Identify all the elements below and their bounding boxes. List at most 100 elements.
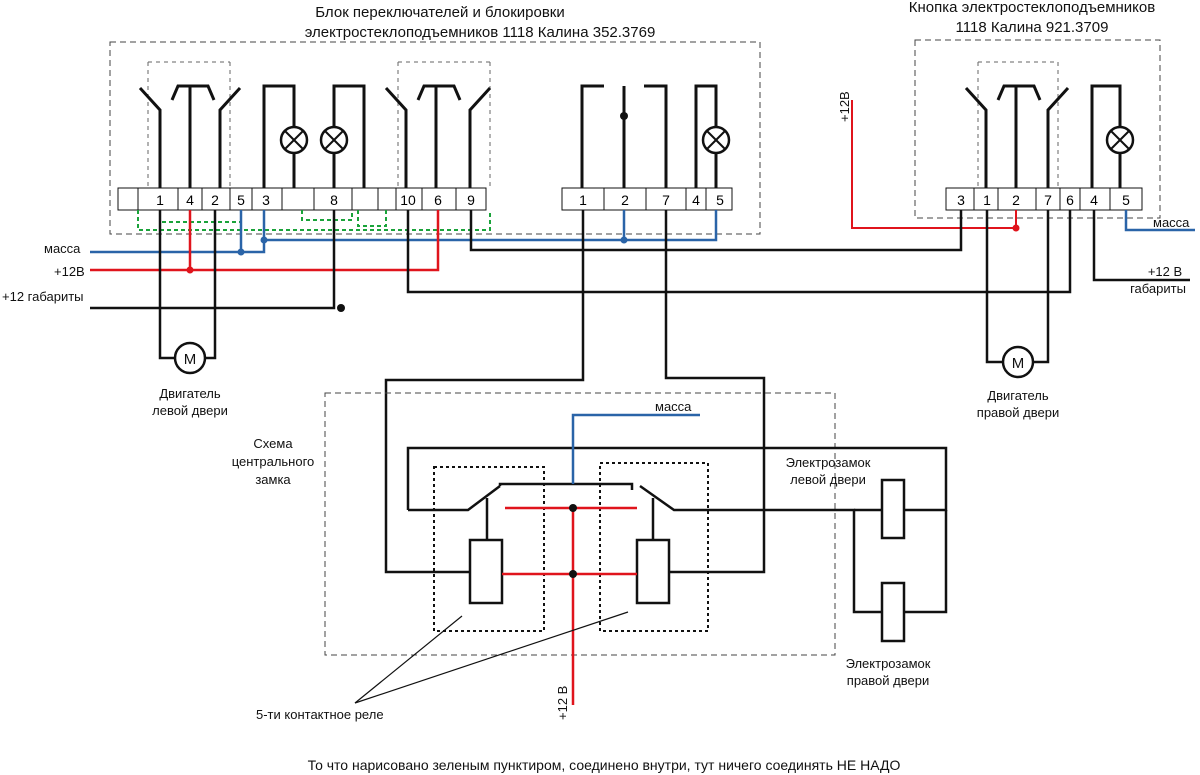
motor-left-label-line2: левой двери [152, 403, 228, 418]
lock-solenoid-right [880, 581, 906, 643]
motor-left-label-line1: Двигатель [159, 386, 221, 401]
pin-label: 6 [1066, 192, 1074, 208]
relay-label: 5-ти контактное реле [256, 707, 384, 722]
right-block-dashed-frame [914, 39, 1161, 219]
lock-right-label-line2: правой двери [847, 673, 929, 688]
left-block-dashed-frame [109, 41, 761, 235]
lamp-wire [332, 84, 366, 188]
left-block-title-line2: электростеклоподъемников 1118 Калина 352… [305, 24, 656, 41]
pin-label: 5 [1122, 192, 1130, 208]
lock-switch-contact [644, 84, 668, 188]
ground-wire [1124, 210, 1195, 232]
pin-label: 7 [1044, 192, 1052, 208]
motor-right-label-line2: правой двери [977, 405, 1059, 420]
marker-right-label-line1: +12 В [1148, 264, 1182, 279]
junction-dot [569, 504, 577, 512]
left-switch-block: 1 4 2 5 3 8 10 6 9 1 2 7 4 5 Блок перекл… [109, 4, 761, 235]
switch-contact [1046, 86, 1070, 188]
wire-10-to-right [406, 210, 1072, 294]
right-block-title-line2: 1118 Калина 921.3709 [956, 19, 1109, 36]
motor-left-icon [173, 341, 207, 375]
pin-label: 1 [156, 192, 164, 208]
motor-left-wire [158, 210, 176, 360]
motor-left: M [173, 341, 207, 375]
lock-solenoid-left [880, 478, 906, 540]
wire-9-to-right [469, 210, 963, 252]
motor-symbol: M [1012, 355, 1025, 372]
relay-coil-left [468, 538, 504, 605]
pin-label: 5 [716, 192, 724, 208]
right-terminal-strip [945, 187, 1143, 211]
lock-switch-contact [580, 84, 604, 188]
pin-label: 5 [237, 192, 245, 208]
footer-note: То что нарисовано зеленым пунктиром, сое… [308, 757, 901, 773]
switch-contact [138, 86, 162, 188]
motor-right-icon [1001, 345, 1035, 379]
marker-light-label: +12 габариты [2, 289, 84, 304]
switch-contact [384, 86, 408, 188]
pin-label: 6 [434, 192, 442, 208]
relay-pointer [354, 611, 629, 704]
pin-label: 8 [330, 192, 338, 208]
lock-right-label-line1: Электрозамок [846, 656, 931, 671]
plus12-wire [851, 100, 1017, 229]
marker-light-wire [90, 210, 336, 310]
marker-right-label-line2: габариты [1130, 281, 1186, 296]
motor-right-label-line1: Двигатель [987, 388, 1049, 403]
lock-loop-wire [904, 510, 948, 614]
pin-label: 4 [186, 192, 194, 208]
ground-right-label: масса [1153, 215, 1190, 230]
central-lock-dashed-frame [324, 392, 836, 656]
pin-label: 2 [211, 192, 219, 208]
junction-dot [620, 112, 628, 120]
plus12-label: +12В [54, 264, 85, 279]
pin-label: 2 [621, 192, 629, 208]
right-block-title-line1: Кнопка электростеклоподъемников [909, 0, 1155, 16]
motor-right: M [1001, 345, 1035, 379]
marker-light-wire-right [1092, 210, 1190, 282]
pin-label: 9 [467, 192, 475, 208]
pin-label: 2 [1012, 192, 1020, 208]
central-lock-scheme [324, 392, 948, 705]
ground-wire [264, 210, 718, 242]
plus12-wire [90, 210, 440, 272]
relay-pointer [354, 615, 463, 704]
switch-contact [170, 84, 216, 101]
lock-loop-wire [639, 484, 882, 614]
wires [90, 100, 1195, 574]
lamp-wire [1090, 84, 1122, 188]
left-terminal-strip-a [117, 187, 487, 211]
switch-contact [964, 86, 988, 188]
central-lock-label-line3: замка [255, 472, 291, 487]
ground-label: масса [44, 241, 81, 256]
pin-label: 1 [579, 192, 587, 208]
pin-label: 3 [262, 192, 270, 208]
lamp-wire [262, 84, 296, 188]
right-button-block: 3 1 2 7 6 4 5 Кнопка электростеклоподъем… [909, 0, 1161, 219]
relay-coil-right [635, 538, 671, 605]
pin-label: 4 [692, 192, 700, 208]
ground-wire [571, 413, 700, 484]
junction-dots [186, 224, 1020, 312]
switch-contact [996, 84, 1042, 101]
lock-left-label-line2: левой двери [790, 472, 866, 487]
plus12-bottom-label: +12 В [555, 686, 570, 720]
lamp-wire [694, 84, 718, 188]
lock-loop-wire [498, 482, 634, 490]
switch-contact [468, 86, 492, 188]
lock-wire [664, 210, 766, 574]
relay-right-frame [599, 462, 709, 632]
motor-right-wire [985, 210, 1004, 364]
pin-label: 3 [957, 192, 965, 208]
ground-center-label: масса [655, 399, 692, 414]
pin-label: 4 [1090, 192, 1098, 208]
lock-wire [384, 210, 585, 574]
lock-loop-wire [406, 446, 948, 512]
switch-contact [416, 84, 462, 101]
junction-dot [569, 570, 577, 578]
lock-loop-wire [408, 485, 501, 512]
lock-left-label-line1: Электрозамок [786, 455, 871, 470]
motor-right-wire [1034, 210, 1050, 364]
left-block-title-line1: Блок переключателей и блокировки [315, 4, 565, 21]
